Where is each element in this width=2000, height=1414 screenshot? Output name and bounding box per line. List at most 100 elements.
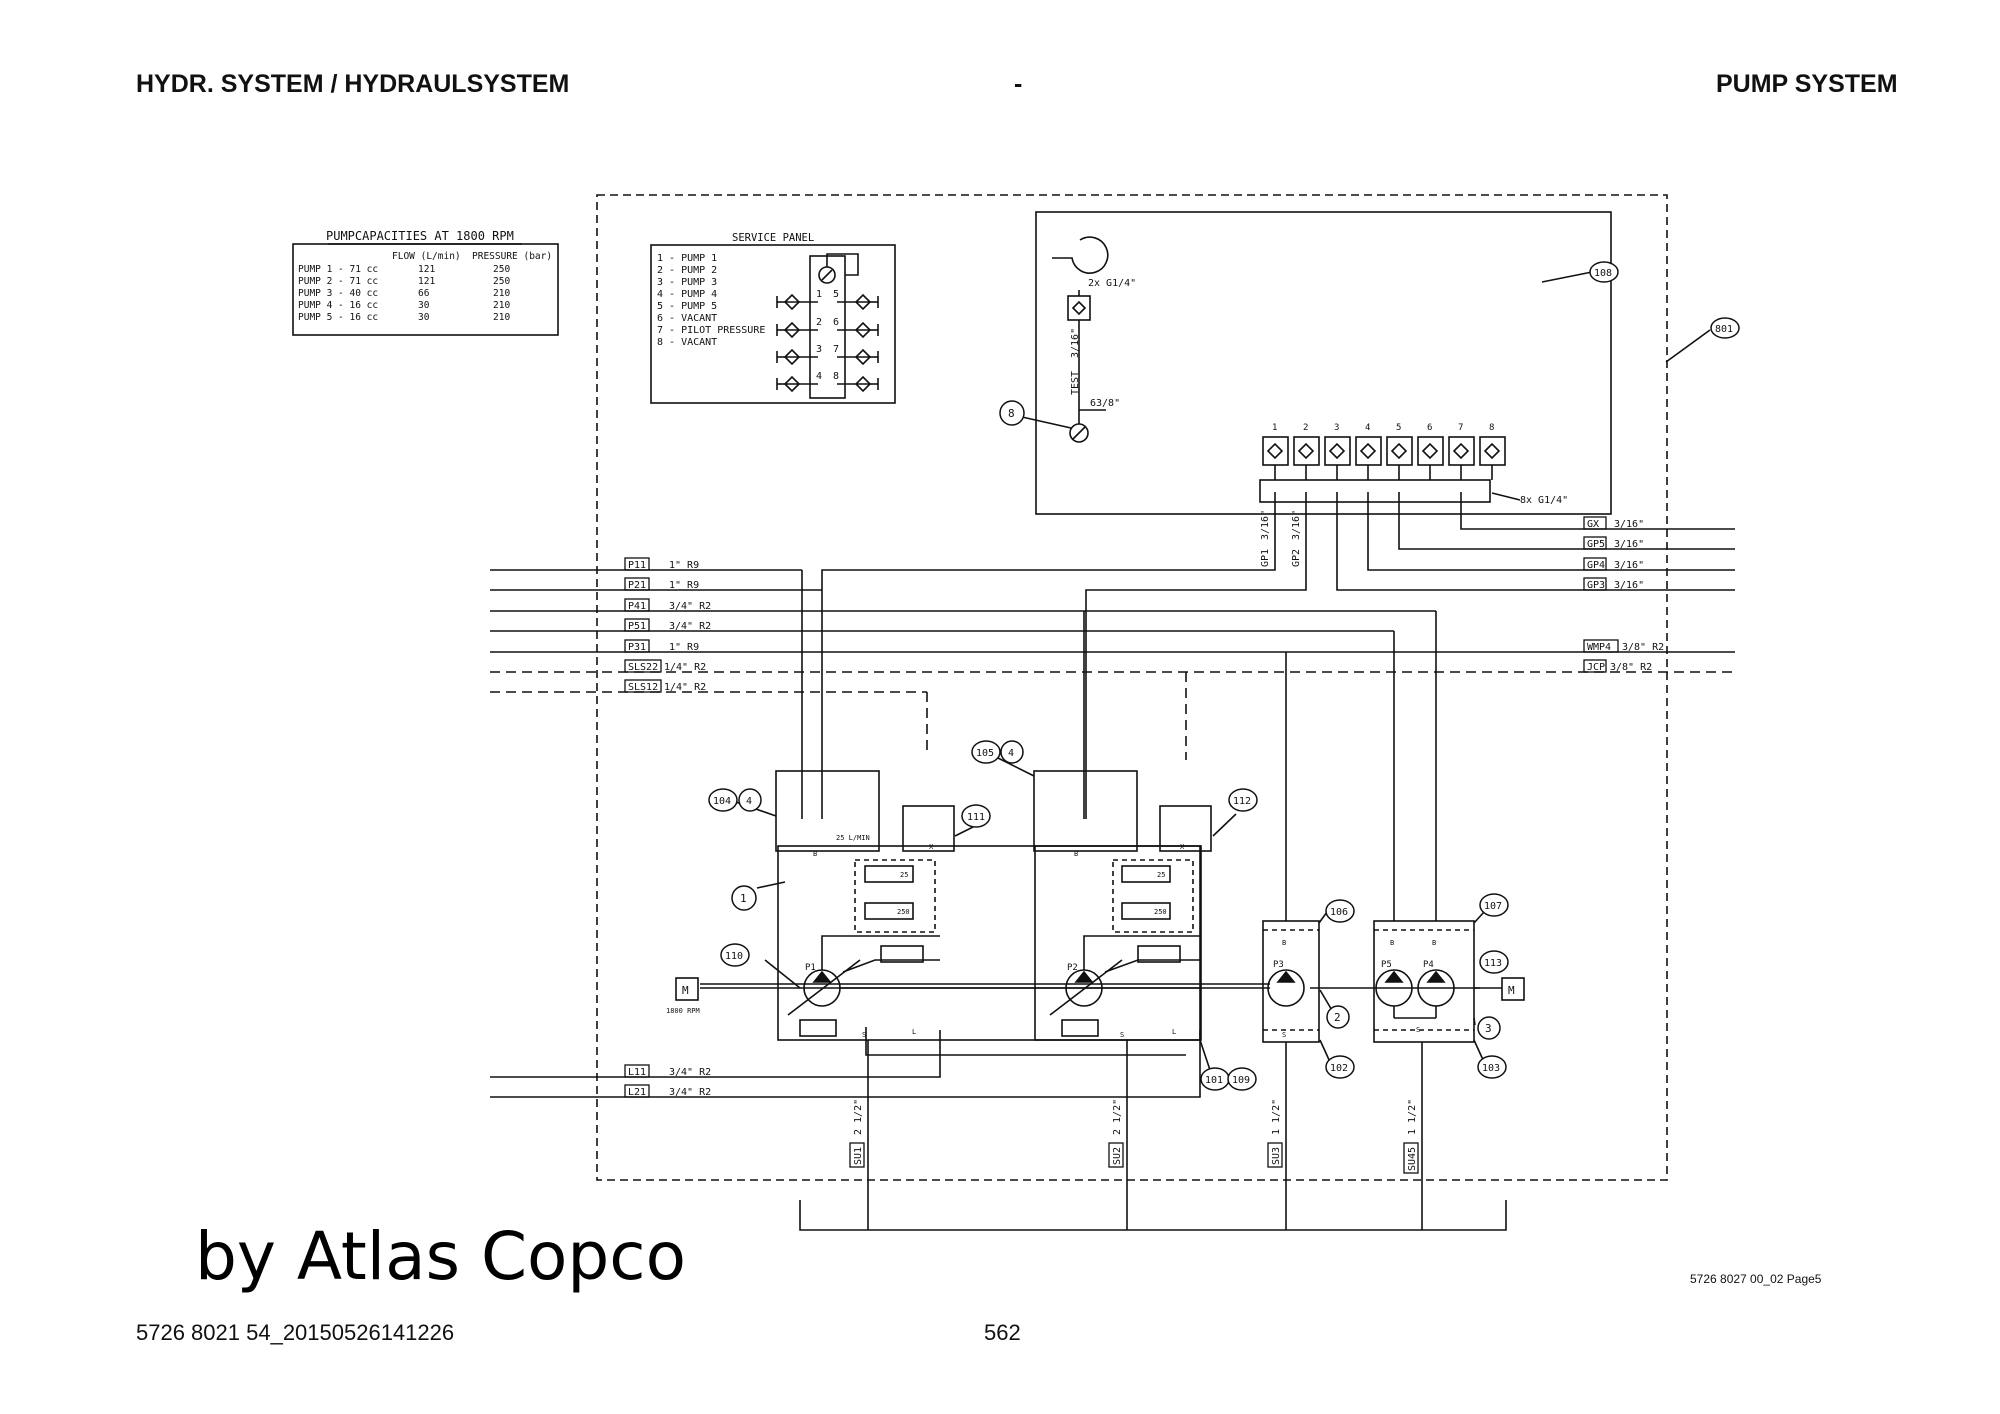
- pump-row-3-flow: 66: [418, 288, 430, 299]
- header-center: -: [1014, 70, 1023, 98]
- service-item-3: 3 - PUMP 3: [657, 277, 717, 288]
- suction-size-su2: 2 1/2": [1112, 1099, 1123, 1135]
- doc-id: 5726 8021 54_20150526141226: [136, 1320, 455, 1345]
- panel-port-7: 7: [833, 344, 839, 355]
- port-s-p3: S: [1282, 1031, 1286, 1039]
- service-panel-port-numbers: 1 5 2 6 3 7 4 8: [816, 289, 839, 382]
- suction-tag-su3: SU3: [1271, 1147, 1282, 1165]
- callout-102: 102: [1330, 1063, 1348, 1074]
- callout-104: 104: [713, 796, 731, 807]
- service-panel-items: 1 - PUMP 1 2 - PUMP 2 3 - PUMP 3 4 - PUM…: [657, 253, 765, 348]
- pump-row-3-name: PUMP 3 - 40 cc: [298, 288, 378, 299]
- callout-105: 105: [976, 748, 994, 759]
- pump-row-5-flow: 30: [418, 312, 430, 323]
- callout-1: 1: [740, 892, 747, 905]
- callout-107: 107: [1484, 901, 1502, 912]
- pump-table-pressure-header: PRESSURE (bar): [472, 251, 552, 262]
- system-boundary: [596, 194, 1668, 1181]
- port-s-p45: S: [1416, 1026, 1420, 1034]
- callout-2: 2: [1334, 1011, 1341, 1024]
- line-tag-p21: P21: [628, 580, 646, 591]
- flow-note: 25 L/MIN: [836, 834, 870, 842]
- pump-label-p3: P3: [1273, 960, 1284, 970]
- suction-tags: [849, 1142, 1419, 1174]
- line-size-wmp4: 3/8" R2: [1622, 642, 1664, 653]
- callouts: [708, 261, 1740, 1091]
- panel-port-5: 5: [833, 289, 839, 300]
- line-size-l21: 3/4" R2: [669, 1087, 711, 1098]
- line-tag-l11: L11: [628, 1067, 646, 1078]
- line-tag-gx: GX: [1587, 519, 1599, 530]
- panel-port-6: 6: [833, 317, 839, 328]
- pump-row-2-flow: 121: [418, 276, 435, 287]
- line-size-l11: 3/4" R2: [669, 1067, 711, 1078]
- callout-801: 801: [1715, 324, 1733, 335]
- motor-right-symbol: M: [1508, 984, 1515, 997]
- pump-row-1-flow: 121: [418, 264, 435, 275]
- manifold-port-4: 4: [1365, 423, 1370, 433]
- pump-row-1-pressure: 250: [493, 264, 510, 275]
- line-tag-sls12: SLS12: [628, 682, 658, 693]
- port-s-p2: S: [1120, 1031, 1124, 1039]
- port-l-p2: L: [1172, 1028, 1176, 1036]
- line-tag-gp4: GP4: [1587, 560, 1605, 571]
- pump-row-4-pressure: 210: [493, 300, 510, 311]
- service-item-4: 4 - PUMP 4: [657, 289, 717, 300]
- line-size-gp5: 3/16": [1614, 539, 1644, 550]
- callout-103: 103: [1482, 1063, 1500, 1074]
- manifold-port-7: 7: [1458, 423, 1463, 433]
- callout-112: 112: [1233, 796, 1251, 807]
- line-size-p41: 3/4" R2: [669, 601, 711, 612]
- test-tag: TEST: [1070, 371, 1081, 395]
- line-tag-gp5: GP5: [1587, 539, 1605, 550]
- callout-104-qty: 4: [746, 796, 752, 807]
- setting-25-p2: 25: [1157, 871, 1165, 879]
- callout-110: 110: [725, 951, 743, 962]
- callout-101: 101: [1205, 1075, 1223, 1086]
- callout-106: 106: [1330, 907, 1348, 918]
- brand-text: by Atlas Copco: [195, 1218, 686, 1295]
- line-tag-gp3: GP3: [1587, 580, 1605, 591]
- pump-row-4-flow: 30: [418, 300, 430, 311]
- manifold-port-1: 1: [1272, 423, 1277, 433]
- suction-tag-su45: SU45: [1407, 1147, 1418, 1171]
- gp1-tag: GP1: [1260, 549, 1271, 567]
- service-item-8: 8 - VACANT: [657, 337, 717, 348]
- port-x-p2: X: [1180, 843, 1185, 851]
- line-size-jcp: 3/8" R2: [1610, 662, 1652, 673]
- pump-label-p4: P4: [1423, 960, 1434, 970]
- manifold-port-6: 6: [1427, 423, 1432, 433]
- gp1-size: 3/16": [1260, 510, 1271, 540]
- port-s-p1: S: [862, 1031, 866, 1039]
- line-tag-p31: P31: [628, 642, 646, 653]
- port-b-p5: B: [1390, 939, 1394, 947]
- pump-row-5-name: PUMP 5 - 16 cc: [298, 312, 378, 323]
- manifold-port-5: 5: [1396, 423, 1401, 433]
- pump-table-rows: PUMP 1 - 71 cc 121 250 PUMP 2 - 71 cc 12…: [298, 264, 510, 323]
- motor-speed: 1800 RPM: [666, 1007, 700, 1015]
- gp2-size: 3/16": [1291, 510, 1302, 540]
- motor-left-symbol: M: [682, 984, 689, 997]
- pump-row-1-name: PUMP 1 - 71 cc: [298, 264, 378, 275]
- callout-105-qty: 4: [1008, 748, 1014, 759]
- line-tag-p11: P11: [628, 560, 646, 571]
- test-conn-label: 2x G1/4": [1088, 278, 1136, 289]
- panel-port-3: 3: [816, 344, 822, 355]
- line-size-gp3: 3/16": [1614, 580, 1644, 591]
- pump-row-2-name: PUMP 2 - 71 cc: [298, 276, 378, 287]
- gp2-tag: GP2: [1291, 549, 1302, 567]
- panel-port-2: 2: [816, 317, 822, 328]
- service-item-2: 2 - PUMP 2: [657, 265, 717, 276]
- pump-row-2-pressure: 250: [493, 276, 510, 287]
- service-panel-right-couplings: [837, 293, 879, 393]
- panel-port-1: 1: [816, 289, 822, 300]
- line-tag-l21: L21: [628, 1087, 646, 1098]
- service-panel-left-couplings: [776, 293, 818, 393]
- port-b-p3: B: [1282, 939, 1286, 947]
- gauge-size: 63/8": [1090, 398, 1120, 409]
- port-x-p1: X: [929, 843, 934, 851]
- line-tag-jcp: JCP: [1587, 662, 1605, 673]
- service-item-1: 1 - PUMP 1: [657, 253, 717, 264]
- setting-25-p1: 25: [900, 871, 908, 879]
